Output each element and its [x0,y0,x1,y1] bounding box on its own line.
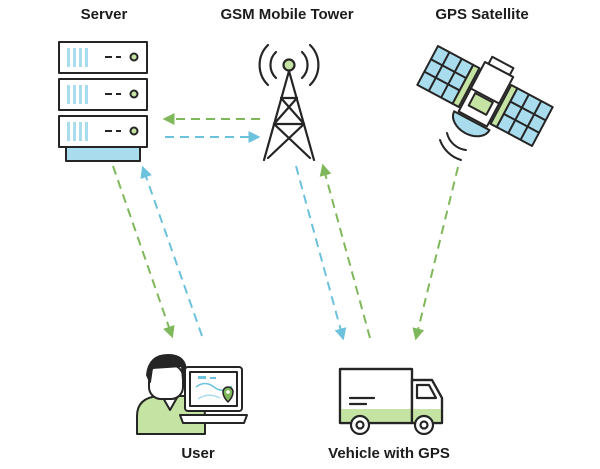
arrow-tower-to-vehicle [295,165,347,341]
user-label: User [181,445,215,462]
cell-tower-icon [258,43,320,162]
user-at-laptop-icon [136,354,248,435]
arrow-satellite-to-vehicle [412,166,459,341]
tower-label: GSM Mobile Tower [220,6,354,23]
connections [112,113,459,341]
arrow-user-to-server [140,165,203,337]
delivery-truck-icon [338,367,444,436]
server-label: Server [80,6,128,23]
server-rack-icon [58,41,148,162]
satellite-icon [416,45,554,161]
vehicle-label: Vehicle with GPS [328,445,450,462]
arrow-vehicle-to-tower [319,163,371,339]
arrow-server-to-user [112,165,175,339]
satellite-label: GPS Satellite [435,6,529,23]
